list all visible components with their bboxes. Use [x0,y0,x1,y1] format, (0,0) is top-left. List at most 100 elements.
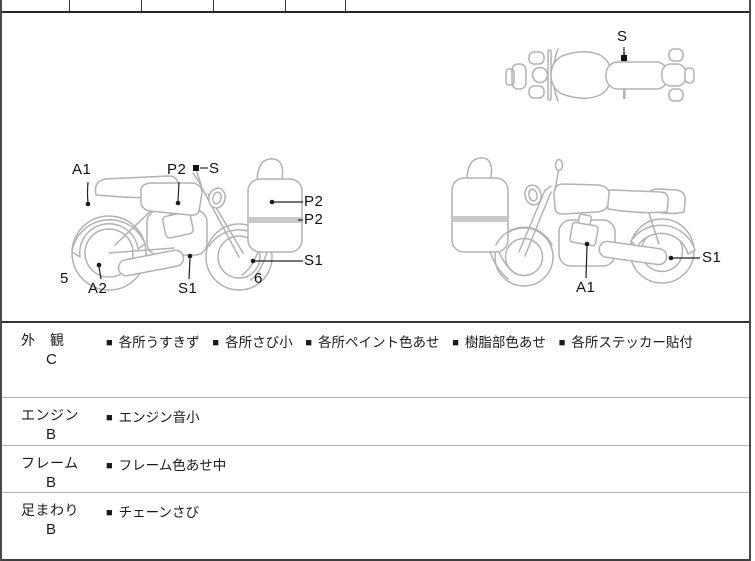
muffler [117,249,185,277]
motorcycle-left-side-drawing [71,158,303,291]
bullet-icon: ■ [106,507,113,519]
front-wheel [205,223,273,291]
header-cell [346,0,749,11]
seat-top [605,61,669,90]
condition-text: エンジン音小 [118,410,200,425]
pointer-line [177,181,180,202]
bullet-icon: ■ [452,337,459,349]
fuel-tank [553,183,610,215]
header-cell [286,0,346,11]
mirror-stem [554,167,560,191]
headlight-lens [528,188,538,202]
category-label: エンジン [21,407,79,423]
label-p2-cowl-upper: P2 [304,193,324,210]
condition-item: ■各所さび小 [212,335,292,350]
label-number-5: 5 [60,270,69,287]
condition-item: ■ 各所ペイント色あせ [305,335,439,350]
label-a1-left: A1 [72,161,92,178]
carburetor [577,213,593,226]
damage-dot [96,262,102,268]
row-frame: フレーム B ■フレーム色あせ中 [2,445,749,492]
header-cell [214,0,286,11]
engine [569,221,599,247]
condition-text: 各所ステッカー貼付 [571,335,693,350]
category-label: 外 観 [21,332,65,348]
condition-items: ■ 各所うすきず ■各所さび小 ■ 各所ペイント色あせ ■ 樹脂部色あせ ■ 各所ステッ… [106,331,702,351]
rear-fender [71,218,146,258]
front-tire-top [505,68,515,86]
condition-item: ■ 各所ステッカー貼付 [559,335,693,350]
front-rim [217,235,261,279]
condition-text: 各所ペイント色あせ [318,335,440,350]
pointer-line [188,257,191,280]
sheet-bottom-border [2,559,749,561]
damage-diagram-area: S [2,13,749,323]
condition-rows: 外 観 C ■各所うすきず ■各所さび小 ■各所ペイント色あせ ■樹脂部色あせ … [2,323,749,559]
label-s1-under-engine: S1 [178,280,198,297]
headlight-lens [212,191,222,205]
tail-top [661,63,687,87]
rear-wheel [71,215,147,291]
damage-marker-square [621,55,627,61]
header-cell [70,0,142,11]
header-row-cutoff [2,0,749,13]
bullet-icon: ■ [106,337,113,349]
header-cell [142,0,214,11]
muffler [598,240,668,266]
condition-item: ■ チェーンさび [106,505,199,520]
bullet-icon: ■ [212,337,220,349]
label-s1-rear-wheel: S1 [702,249,722,266]
cowl-stripe [453,216,507,222]
label-a2-muffler: A2 [88,280,108,297]
motorcycle-right-side-drawing [451,157,700,287]
fuel-tank [140,182,203,216]
damage-dot [187,253,193,259]
bullet-icon: ■ [106,412,113,424]
label-s-handlebar: S [209,160,220,177]
right-grip [528,85,545,99]
bullet-icon: ■ [305,337,312,349]
rear-signal-left [668,48,684,62]
label-a1-engine: A1 [576,279,596,296]
label-number-6: 6 [254,270,263,287]
damage-dot [250,258,256,264]
condition-text: 樹脂部色あせ [464,335,546,350]
row-undercarriage: 足まわり B ■ チェーンさび [2,492,749,559]
cowl-stay [241,251,268,281]
header-cell [2,0,70,11]
condition-item: ■ エンジン音小 [106,410,200,425]
pointer-line [585,245,588,279]
label-p2-tank: P2 [167,161,187,178]
condition-items: ■フレーム色あせ中 [106,454,235,474]
headlight [208,187,226,209]
cowl-stripe [249,217,301,223]
condition-text: 各所うすきず [118,335,200,350]
rear-signal-right [668,88,684,102]
fuel-tank-top [550,51,612,99]
damage-dot [668,255,674,261]
label-s-top: S [617,28,628,45]
bullet-icon: ■ [558,337,566,349]
category-label: 足まわり [21,502,79,518]
label-p2-cowl-lower: P2 [304,211,324,228]
label-s1-front-wheel: S1 [304,252,324,269]
condition-item: ■ 各所うすきず [106,335,200,350]
condition-items: ■ エンジン音小 [106,406,209,426]
handlebar [192,172,202,186]
cowl-body [247,178,303,253]
condition-text: チェーンさび [118,505,199,520]
condition-text: フレーム色あせ中 [118,458,227,473]
condition-item: ■フレーム色あせ中 [106,458,226,473]
damage-dot [584,241,590,247]
seat [605,189,669,214]
damage-dot [85,201,91,207]
condition-item: ■ 樹脂部色あせ [452,335,546,350]
cowl-stay [489,251,517,280]
grade-value: B [46,426,57,443]
cowl-body [451,177,509,253]
left-grip [528,51,545,65]
headlight-top [531,66,549,84]
front-wheel-top [511,63,527,90]
row-exterior: 外 観 C ■各所うすきず ■各所さび小 ■各所ペイント色あせ ■樹脂部色あせ … [2,323,749,397]
grade-value: B [46,521,57,538]
